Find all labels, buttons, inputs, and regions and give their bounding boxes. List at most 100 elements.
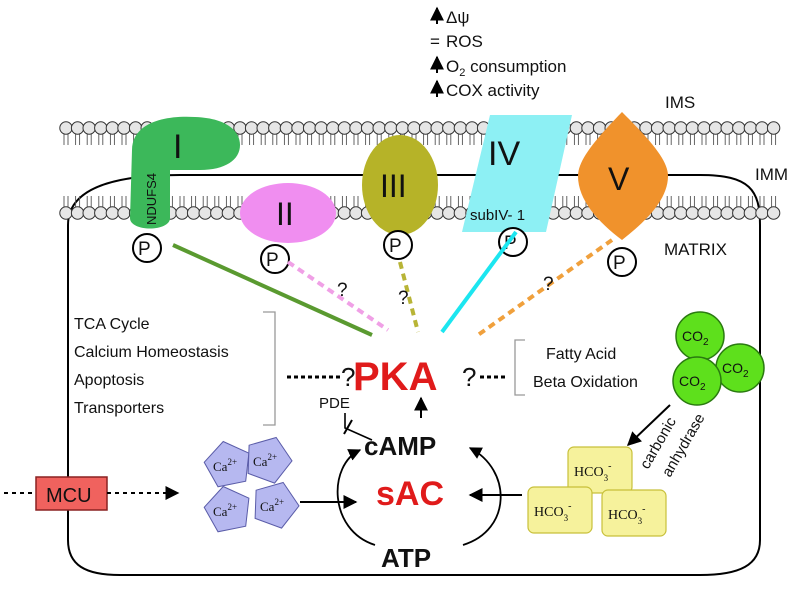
co2-to-hco3-arrow [626,404,671,446]
hco3-ion [601,489,667,537]
lipid-head [674,121,688,135]
lipid-head [59,121,73,135]
lipid-head [697,206,711,220]
lipid-head [268,121,282,135]
co2-label: CO2 [679,373,706,393]
calcium-label: Ca2+ [213,502,237,519]
complex-i-shape [130,116,240,229]
lipid-head [708,206,723,220]
complex-v-shape [578,112,668,240]
link-c3-pka [398,261,420,333]
effects-legend: Δψ = ROS O2 consumption COX activity [430,6,566,100]
complex-iv: IV subIV- 1 [462,115,572,232]
ndufs4-label: NDUFS4 [144,173,159,225]
lipid-head [453,206,468,220]
left-process-list: TCA Cycle Calcium Homeostasis Apoptosis … [74,311,276,426]
legend-item-o2: O2 consumption [430,55,566,79]
lipid-head [291,121,305,135]
lipid-head [70,206,85,220]
lipid-head [349,206,363,220]
calcium-ion [254,481,300,529]
co2-label: CO2 [722,360,749,380]
question-c2: ? [337,280,348,301]
lipid-head [349,121,363,135]
left-bracket [263,311,276,426]
phospho-label: P [138,239,151,260]
lipid-head [662,206,676,220]
phospho-c3: P [383,230,413,260]
calcium-ion [203,485,250,533]
legend-item-cox: COX activity [430,79,540,100]
complex-iii-shape [362,135,438,235]
lipid-head [732,206,746,220]
calcium-label: Ca2+ [213,457,237,474]
lipid-head [314,121,328,135]
imm-label: IMM [755,165,788,184]
lipid-head [372,121,386,135]
pde-inhibit-line [344,413,373,441]
process-tca: TCA Cycle [74,316,150,333]
lipid-head [117,121,131,135]
complex-i-label: I [173,128,182,166]
question-c5: ? [543,274,554,295]
mitochondrion-outline [67,174,761,576]
subiv-1-label: subIV- 1 [470,207,525,224]
lipid-head [743,121,758,135]
calcium-label: Ca2+ [253,452,277,469]
camp-label: cAMP [364,431,436,461]
complex-iii: III [362,135,438,235]
lipid-head [117,206,131,220]
lipid-head [685,206,700,220]
right-process-list: Fatty Acid Beta Oxidation [514,339,638,396]
co2-label: CO2 [682,328,709,348]
pka-label: PKA [353,355,437,399]
hco3-ion [567,446,633,494]
lipid-head [766,121,781,135]
legend-item-ros: = ROS [430,32,483,51]
lipid-head [302,121,317,135]
cycle-right-arc [462,447,502,546]
co2-molecule [672,356,722,406]
legend-cox-activity: COX activity [446,81,540,100]
atp-label: ATP [381,543,431,573]
phospho-c2: P [260,244,290,274]
lipid-head [755,206,769,220]
lipid-head [442,121,456,135]
lipid-head [175,206,189,220]
complex-iv-shape [462,115,572,232]
process-fatty-acid: Fatty Acid [546,346,616,363]
pka-left-question: ? [341,362,355,392]
equal-icon: = [430,32,440,51]
phospho-label: P [389,236,402,257]
sac-label: sAC [376,475,444,513]
legend-o2-consumption: O2 consumption [446,57,566,79]
legend-item-delta-psi: Δψ [430,6,469,27]
lipid-head [569,206,584,220]
link-c1-pka [172,243,373,337]
lipid-head [662,121,676,135]
complex-i: I NDUFS4 [130,116,240,229]
right-bracket [514,339,525,396]
legend-delta-psi: Δψ [446,8,469,27]
lipid-head [82,121,96,135]
complex-iii-label: III [380,168,407,204]
phospho-label: P [613,253,626,274]
lipid-head [743,206,758,220]
calcium-ion [203,440,250,488]
lipid-head [384,121,398,135]
lipid-head [210,206,224,220]
phospho-markers: P P P P P [132,227,637,277]
calcium-ions: Ca2+ Ca2+ Ca2+ Ca2+ [203,436,300,533]
phospho-c1: P [132,233,162,263]
question-c3: ? [398,288,409,309]
mcu-box [35,476,108,511]
matrix-label: MATRIX [664,240,727,259]
calcium-label: Ca2+ [260,497,284,514]
lipid-head [708,121,723,135]
lipid-head [94,206,108,220]
lipid-head [569,121,584,135]
lipid-head [221,206,236,220]
cycle-left-arc [336,449,376,546]
